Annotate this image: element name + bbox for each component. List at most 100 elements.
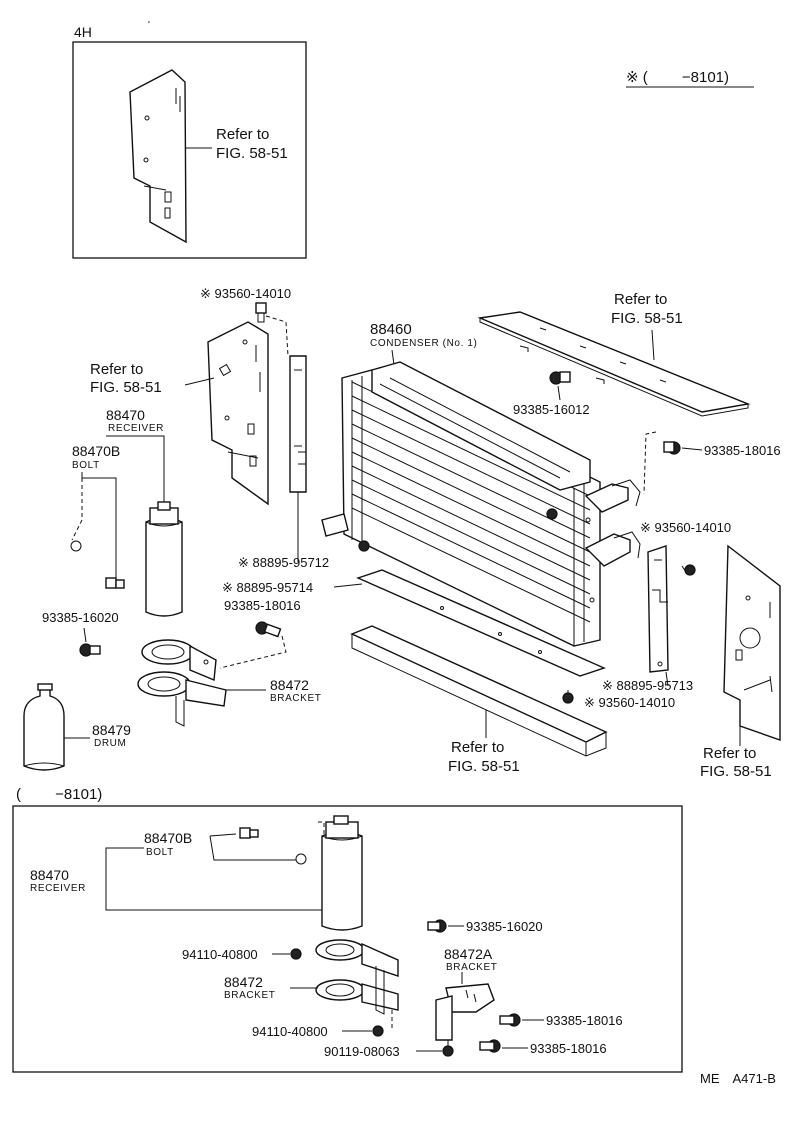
inset-label-93385-16020: 93385-16020 bbox=[466, 919, 543, 934]
receiver-bracket bbox=[137, 639, 227, 727]
inset-bolt-93385-16020 bbox=[427, 919, 447, 933]
bracket-number: 88472 bbox=[270, 677, 309, 693]
inset-4h-side-panel bbox=[129, 69, 187, 244]
inset-label-94110-40800-b: 94110-40800 bbox=[252, 1024, 328, 1039]
inset-receiver-number: 88470 bbox=[30, 867, 69, 883]
leader-18016-a bbox=[681, 447, 703, 451]
inset-bolt-name: BOLT bbox=[146, 847, 174, 858]
condenser-name: CONDENSER (No. 1) bbox=[370, 338, 477, 349]
label-93560-14010-right: ※ 93560-14010 bbox=[640, 520, 731, 535]
inset-bolt-number: 88470B bbox=[144, 830, 192, 846]
refer-bottom-fig: FIG. 58-51 bbox=[448, 758, 520, 775]
leader-95713 bbox=[665, 671, 669, 687]
inset-nut-b bbox=[372, 1025, 384, 1037]
label-93385-18016-a: 93385-18016 bbox=[704, 443, 781, 458]
inset-4h-label: 4H bbox=[74, 24, 92, 40]
seal-strip-95713 bbox=[647, 545, 669, 673]
leader-16020 bbox=[83, 627, 87, 643]
inset-bracket bbox=[315, 939, 399, 1015]
inset-bracket-a bbox=[435, 983, 495, 1041]
inset-receiver-leader bbox=[105, 876, 322, 911]
inset-bolt-leader bbox=[209, 833, 296, 861]
inset-bracket-a-name: BRACKET bbox=[446, 962, 497, 973]
inset-4h: 4H Refer to FIG. 58-51 bbox=[72, 24, 307, 259]
inset-receiver-name: RECEIVER bbox=[30, 883, 86, 894]
inset-4h-fig: FIG. 58-51 bbox=[216, 145, 288, 162]
inset-bottom-label: ( −8101) bbox=[16, 786, 102, 803]
refer-left-fig: FIG. 58-51 bbox=[90, 379, 162, 396]
label-93560-14010-bottom: ※ 93560-14010 bbox=[584, 695, 675, 710]
oil-drum bbox=[23, 683, 65, 771]
right-side-panel bbox=[723, 544, 781, 741]
o-ring bbox=[70, 540, 82, 552]
bolt-name: BOLT bbox=[72, 460, 100, 471]
clip-bolt-bottom bbox=[562, 690, 574, 704]
inset-4h-frame bbox=[72, 41, 307, 259]
inset-label-90119-08063: 90119-08063 bbox=[324, 1044, 400, 1059]
label-88895-95713: ※ 88895-95713 bbox=[602, 678, 693, 693]
refer-top-right-text: Refer to bbox=[614, 291, 667, 308]
receiver-bolt bbox=[105, 577, 125, 589]
bolt-leader bbox=[81, 472, 117, 578]
refer-top-right-fig: FIG. 58-51 bbox=[611, 310, 683, 327]
refer-right-text: Refer to bbox=[703, 745, 756, 762]
label-88895-95714: ※ 88895-95714 bbox=[222, 580, 313, 595]
receiver-number: 88470 bbox=[106, 407, 145, 423]
bolt-number: 88470B bbox=[72, 443, 120, 459]
condenser-number: 88460 bbox=[370, 321, 412, 338]
bolt-93385-16020 bbox=[79, 643, 101, 657]
footer-code: ME A471-B bbox=[700, 1071, 776, 1086]
bolt-dash bbox=[71, 478, 83, 541]
inset-nut-a bbox=[290, 948, 302, 960]
drum-number: 88479 bbox=[92, 722, 131, 738]
receiver-name: RECEIVER bbox=[108, 423, 164, 434]
inset-4h-refer: Refer to bbox=[216, 126, 269, 143]
tick-mark: ' bbox=[148, 20, 151, 31]
inset-screw-90119 bbox=[442, 1040, 454, 1057]
leader-95714 bbox=[333, 583, 363, 588]
seal-strip-95714 bbox=[356, 569, 606, 677]
inset-bracket-a-number: 88472A bbox=[444, 946, 493, 962]
receiver-cylinder bbox=[145, 501, 183, 617]
label-93560-14010-top: ※ 93560-14010 bbox=[200, 286, 291, 301]
marker-note: ※ ( −8101) bbox=[626, 69, 729, 86]
refer-right-fig: FIG. 58-51 bbox=[700, 763, 772, 780]
refer-left-leader bbox=[184, 377, 215, 386]
condenser-core bbox=[341, 361, 601, 647]
dash-bolt-to-seal bbox=[265, 315, 289, 357]
label-93385-16012: 93385-16012 bbox=[513, 402, 590, 417]
bolt-93385-18016-a bbox=[663, 441, 681, 455]
inset-bracket-name: BRACKET bbox=[224, 990, 275, 1001]
refer-left-text: Refer to bbox=[90, 361, 143, 378]
receiver-leader bbox=[106, 435, 165, 510]
inset-receiver-cylinder bbox=[321, 815, 363, 931]
label-93385-16020: 93385-16020 bbox=[42, 610, 119, 625]
dash-bolt-18016 bbox=[643, 431, 657, 495]
bracket-name: BRACKET bbox=[270, 693, 321, 704]
label-88895-95712: ※ 88895-95712 bbox=[238, 555, 329, 570]
top-cover-panel bbox=[477, 311, 751, 417]
inset-label-93385-18016-a: 93385-18016 bbox=[546, 1013, 623, 1028]
seal-strip-95712 bbox=[289, 355, 307, 493]
inset-label-93385-18016-b: 93385-18016 bbox=[530, 1041, 607, 1056]
inset-bolt-93385-18016-a bbox=[499, 1013, 521, 1027]
label-93385-18016-b: 93385-18016 bbox=[224, 598, 301, 613]
inset-o-ring bbox=[295, 853, 307, 865]
left-side-panel bbox=[207, 321, 269, 506]
refer-top-right-leader bbox=[651, 329, 655, 361]
inset-receiver-bolt-join bbox=[105, 847, 144, 876]
clip-bolt-right bbox=[681, 564, 696, 576]
dash-18016-b bbox=[219, 635, 287, 669]
inset-bolt bbox=[239, 827, 259, 839]
clip-bolt-top bbox=[255, 302, 267, 323]
inset-bolt-93385-18016-b bbox=[479, 1039, 501, 1053]
inset-bracket-number: 88472 bbox=[224, 974, 263, 990]
inset-bottom-frame bbox=[12, 805, 683, 1073]
inset-dash-top bbox=[318, 821, 325, 836]
leader-16012 bbox=[557, 385, 561, 401]
inset-label-94110-40800-a: 94110-40800 bbox=[182, 947, 258, 962]
bolt-93385-16012 bbox=[549, 371, 571, 385]
bolt-93385-18016-b bbox=[255, 621, 282, 638]
